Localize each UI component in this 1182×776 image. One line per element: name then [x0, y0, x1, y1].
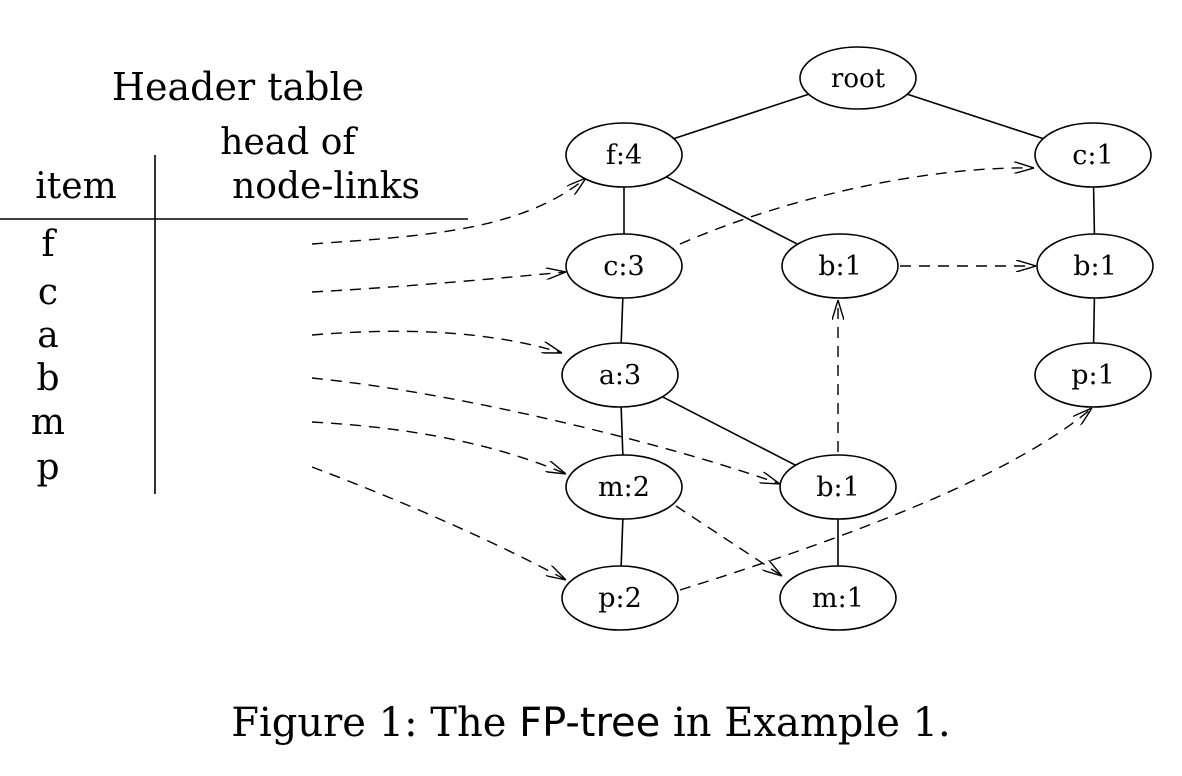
header-item-m: m	[31, 402, 65, 443]
node-link-item_m-m2	[311, 421, 566, 474]
node-link-item_a-a3	[311, 330, 562, 353]
node-label: p:1	[1071, 360, 1115, 391]
edge-c3-a3	[620, 297, 624, 344]
tree-edges	[620, 93, 1096, 567]
edge-c1-b1_c	[1092, 186, 1096, 235]
node-ellipse	[779, 565, 897, 631]
node-label: a:3	[599, 360, 641, 391]
node-a3: a:3	[561, 342, 679, 408]
header-item-f: f	[41, 224, 57, 265]
header-item-p: p	[36, 447, 59, 488]
node-p2: p:2	[561, 565, 679, 631]
node-label: b:1	[816, 472, 860, 503]
node-label: c:3	[603, 251, 644, 282]
node-link-c3-c1	[679, 168, 1034, 245]
header-col-links-line2: node-links	[232, 166, 420, 207]
node-c3: c:3	[565, 233, 683, 299]
node-ellipse	[1034, 122, 1152, 188]
node-m1: m:1	[779, 565, 897, 631]
caption-fp-tree: FP-tree	[519, 700, 661, 746]
node-link-m2-m1	[675, 505, 782, 576]
node-ellipse	[561, 342, 679, 408]
node-c1: c:1	[1034, 122, 1152, 188]
header-col-links-line1: head of	[220, 122, 358, 163]
edge-root-c1	[907, 93, 1044, 140]
node-link-item_p-p2	[311, 466, 566, 580]
figure-caption: Figure 1: The FP-tree in Example 1.	[0, 700, 1182, 746]
node-label: root	[831, 64, 886, 94]
node-b1_a: b:1	[781, 233, 899, 299]
edge-m2-p2	[620, 518, 624, 567]
caption-suffix: in Example 1.	[660, 700, 951, 746]
edge-a3-m2	[620, 406, 624, 456]
header-item-b: b	[36, 358, 59, 399]
node-m2: m:2	[565, 454, 683, 520]
edge-f4-b1_a	[666, 176, 798, 245]
node-ellipse	[1036, 233, 1154, 299]
node-link-item_c-c3	[311, 272, 566, 293]
node-link-item_b-b1_b	[311, 377, 780, 484]
header-table: Header table head of node-links item fca…	[0, 65, 468, 494]
node-ellipse	[799, 46, 917, 110]
node-ellipse	[779, 454, 897, 520]
node-ellipse	[561, 565, 679, 631]
node-p1: p:1	[1034, 342, 1152, 408]
node-label: p:2	[598, 583, 642, 614]
node-f4: f:4	[565, 122, 683, 188]
header-col-item: item	[35, 166, 116, 207]
node-ellipse	[565, 454, 683, 520]
node-root: root	[799, 46, 917, 110]
tree-nodes: root f:4 c:3 a:3 m:2 p:2 b:1 b:1 m:1 c:1 b:1 p:1	[561, 46, 1154, 631]
node-label: b:1	[1073, 251, 1117, 282]
header-item-c: c	[38, 272, 58, 313]
node-link-item_f-f4	[311, 178, 586, 245]
edge-root-f4	[673, 93, 809, 140]
node-b1_b: b:1	[779, 454, 897, 520]
node-b1_c: b:1	[1036, 233, 1154, 299]
node-ellipse	[781, 233, 899, 299]
fp-tree-diagram: Header table head of node-links item fca…	[0, 46, 1154, 631]
caption-prefix: Figure 1: The	[231, 700, 520, 746]
node-label: c:1	[1072, 140, 1113, 171]
node-ellipse	[565, 122, 683, 188]
node-link-p2-p1	[679, 408, 1092, 591]
node-ellipse	[565, 233, 683, 299]
node-label: m:2	[598, 472, 650, 503]
header-table-title: Header table	[112, 65, 364, 109]
node-links	[311, 168, 1092, 591]
node-label: b:1	[818, 251, 862, 282]
node-label: f:4	[606, 140, 642, 171]
edge-b1_c-p1	[1092, 297, 1096, 344]
node-label: m:1	[812, 583, 864, 614]
edge-a3-b1_b	[662, 396, 796, 466]
node-ellipse	[1034, 342, 1152, 408]
header-item-a: a	[37, 315, 58, 356]
